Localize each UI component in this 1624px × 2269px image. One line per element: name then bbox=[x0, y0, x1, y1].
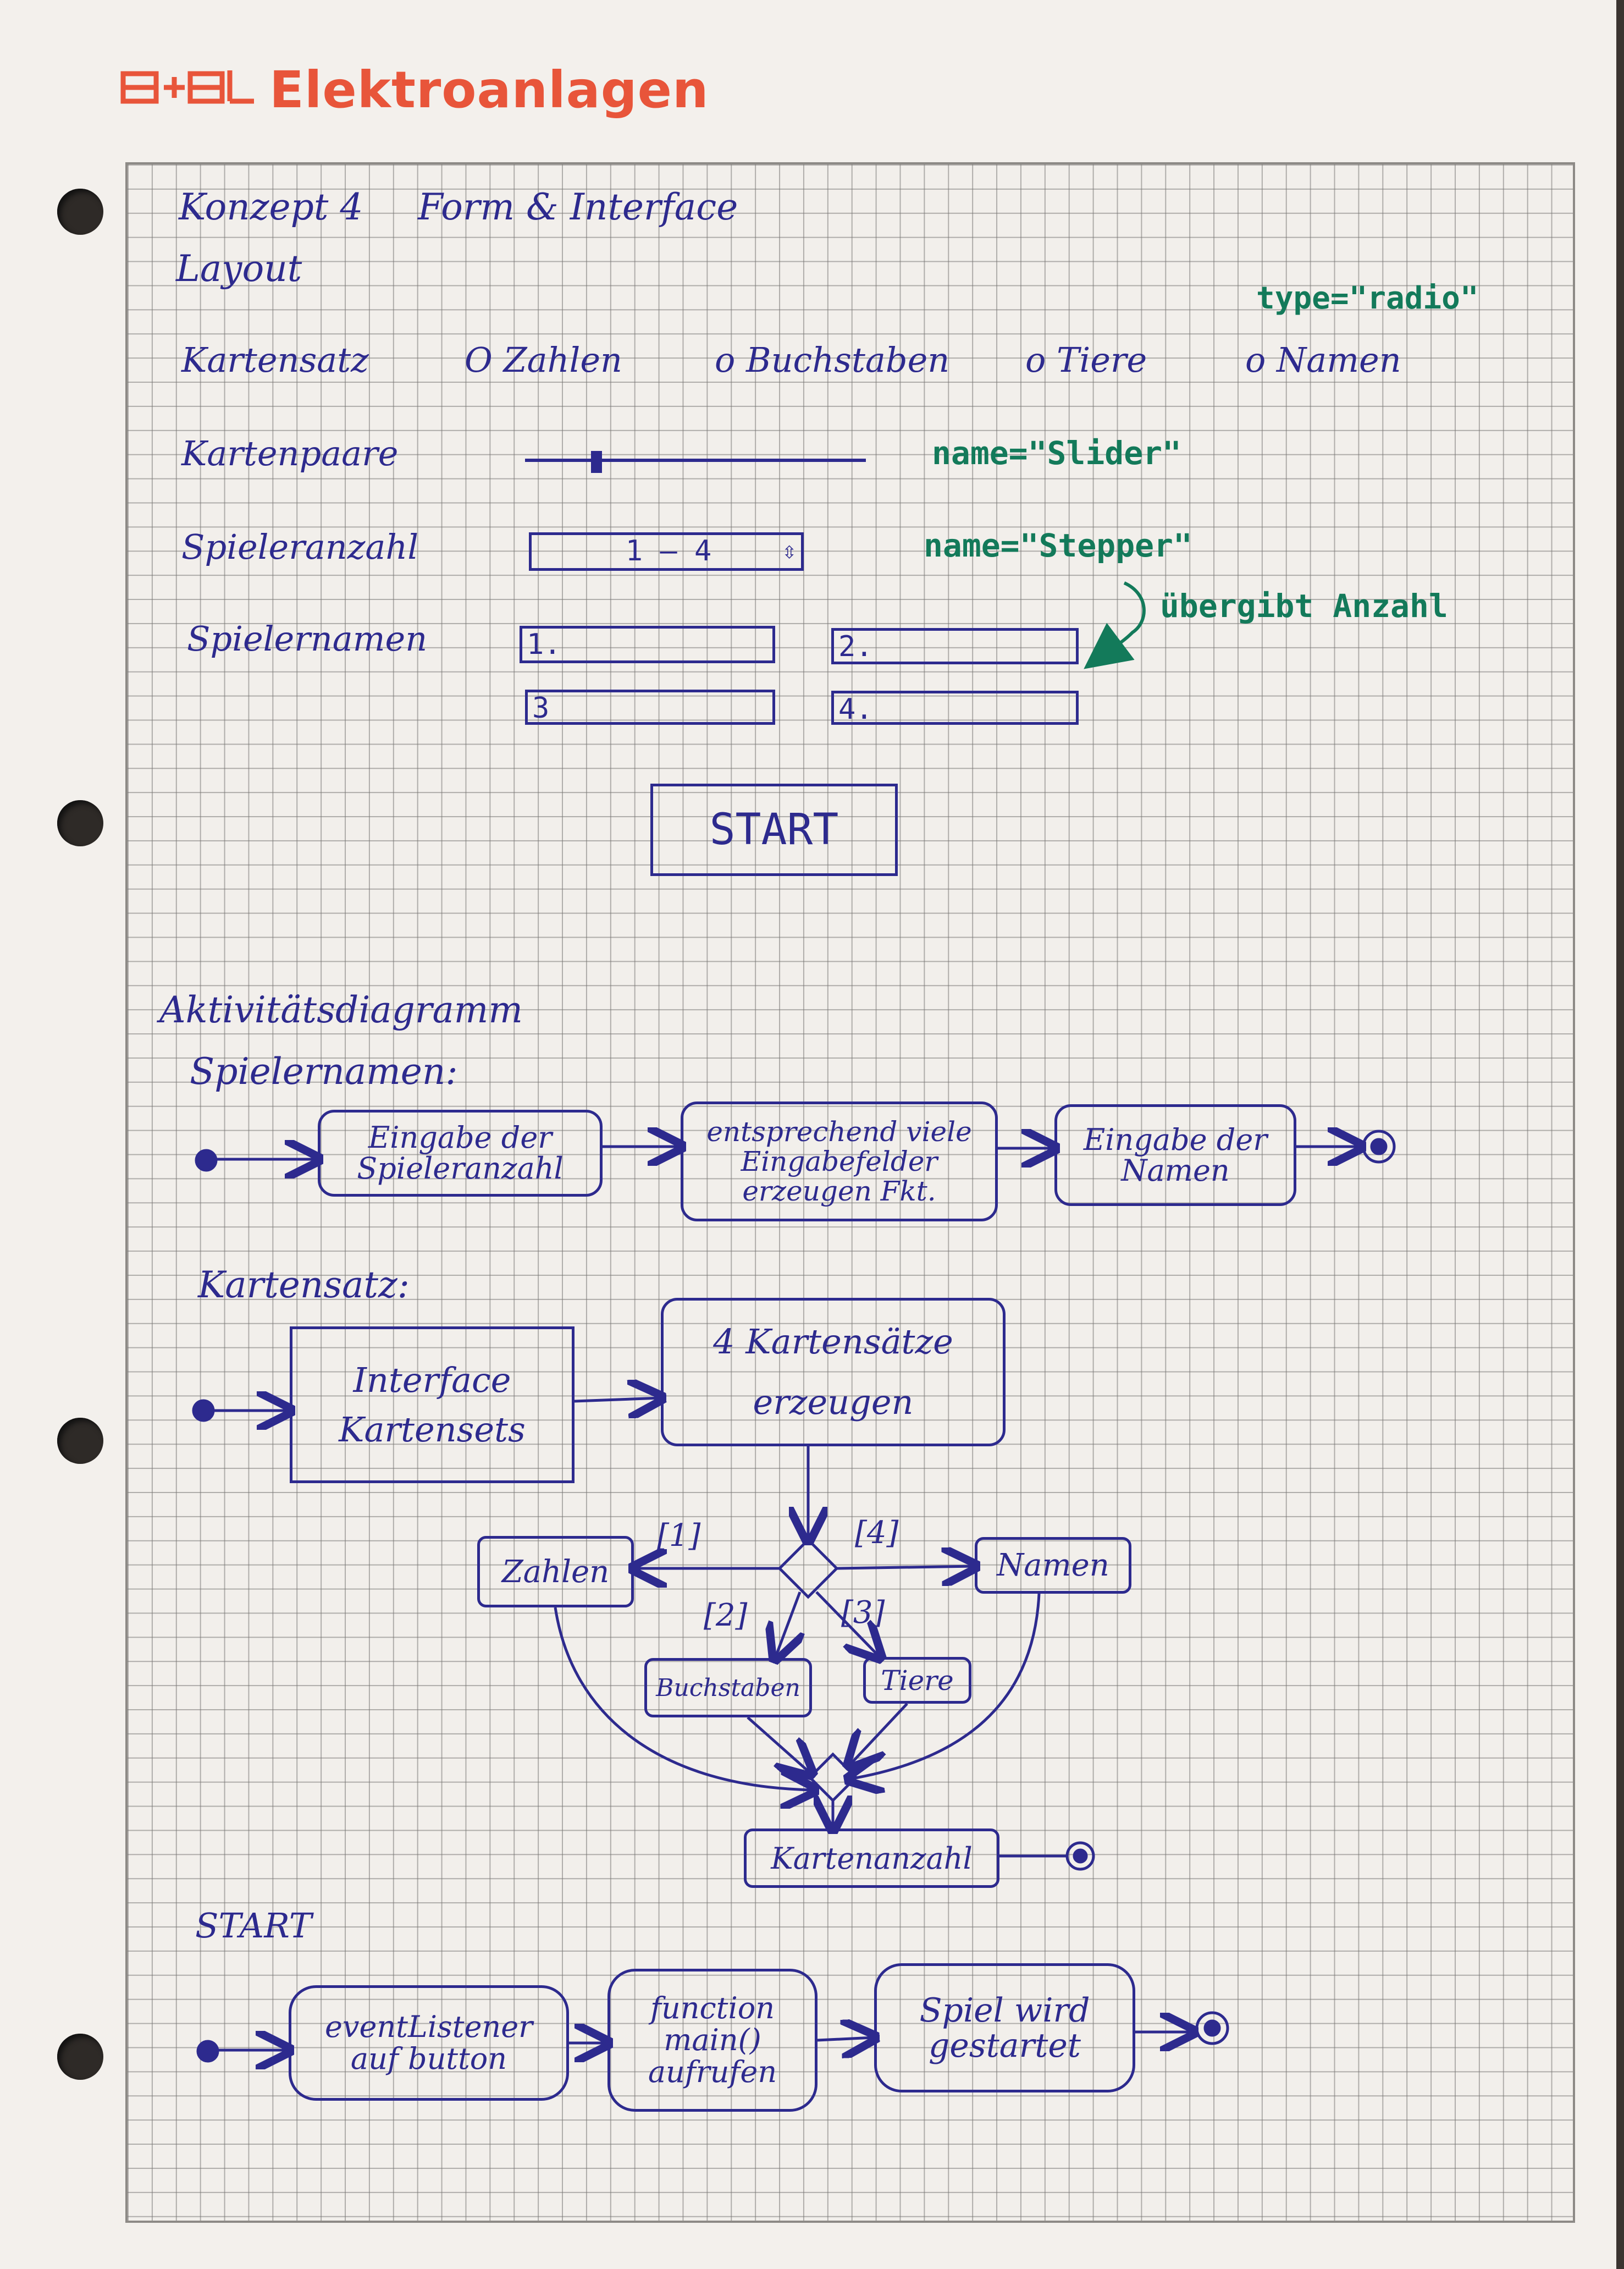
initial-node bbox=[196, 2040, 219, 2063]
kartensatz-label: Kartensatz bbox=[181, 340, 369, 380]
concept-number: Konzept 4 bbox=[179, 186, 363, 228]
kartensatz-diagram-label: Kartensatz: bbox=[198, 1264, 410, 1306]
start-diagram-label: START bbox=[195, 1905, 312, 1946]
radio-option-zahlen[interactable]: O Zahlen bbox=[465, 340, 622, 380]
branch-tiere: Tiere bbox=[863, 1657, 971, 1704]
stepper-arrows-icon[interactable]: ⇳ bbox=[782, 537, 797, 565]
kartenpaare-label: Kartenpaare bbox=[181, 433, 399, 473]
punch-hole bbox=[57, 2034, 103, 2080]
guard-1: [1] bbox=[657, 1518, 701, 1554]
player-name-field-3[interactable]: 3 bbox=[525, 690, 775, 725]
radio-option-buchstaben[interactable]: o Buchstaben bbox=[715, 340, 950, 380]
spieleranzahl-label: Spieleranzahl bbox=[181, 527, 419, 567]
guard-4: [4] bbox=[855, 1515, 899, 1551]
activity-diagram-heading: Aktivitätsdiagramm bbox=[159, 989, 523, 1031]
radio-option-namen[interactable]: o Namen bbox=[1245, 340, 1401, 380]
activity-game-started: Spiel wird gestartet bbox=[874, 1963, 1135, 2092]
slider-thumb[interactable] bbox=[591, 451, 602, 473]
activity-create-input-fields: entsprechend viele Eingabefelder erzeuge… bbox=[681, 1102, 998, 1221]
final-node bbox=[1195, 2011, 1229, 2045]
activity-interface-cardsets: Interface Kartensets bbox=[290, 1326, 575, 1483]
slider-name-note: name="Slider" bbox=[932, 434, 1181, 472]
spielernamen-diagram-label: Spielernamen: bbox=[190, 1050, 458, 1093]
spieleranzahl-stepper[interactable]: 1 – 4 ⇳ bbox=[529, 532, 804, 571]
brand-name: Elektroanlagen bbox=[269, 60, 709, 119]
final-node-core bbox=[1203, 2019, 1221, 2037]
stepper-value: 1 – 4 bbox=[625, 535, 712, 568]
guard-2: [2] bbox=[704, 1598, 748, 1633]
start-button[interactable]: START bbox=[650, 784, 898, 876]
final-node bbox=[1362, 1130, 1396, 1164]
punch-hole bbox=[57, 1418, 103, 1464]
punch-hole bbox=[57, 800, 103, 846]
merge-node bbox=[808, 1752, 858, 1803]
slider-track bbox=[525, 459, 866, 462]
grid-area bbox=[125, 162, 1575, 2223]
final-node bbox=[1065, 1841, 1095, 1871]
radio-type-note: type="radio" bbox=[1256, 280, 1479, 316]
initial-node bbox=[192, 1399, 215, 1422]
activity-create-four-cardsets: 4 Kartensätze erzeugen bbox=[661, 1298, 1006, 1446]
concept-topic: Form & Interface bbox=[418, 186, 738, 228]
activity-call-main: function main() aufrufen bbox=[607, 1969, 817, 2112]
initial-node bbox=[195, 1149, 218, 1172]
activity-input-player-count: Eingabe der Spieleranzahl bbox=[318, 1110, 603, 1197]
final-node-core bbox=[1370, 1138, 1388, 1155]
activity-event-listener: eventListener auf button bbox=[289, 1985, 569, 2101]
layout-heading: Layout bbox=[176, 247, 302, 290]
decision-node bbox=[777, 1538, 839, 1599]
stepper-name-note: name="Stepper" bbox=[924, 527, 1192, 564]
branch-buchstaben: Buchstaben bbox=[644, 1658, 812, 1717]
player-name-field-2[interactable]: 2. bbox=[831, 628, 1079, 664]
player-name-field-4[interactable]: 4. bbox=[831, 691, 1079, 725]
punch-hole bbox=[57, 189, 103, 235]
branch-namen: Namen bbox=[975, 1537, 1131, 1594]
activity-card-count: Kartenanzahl bbox=[744, 1829, 999, 1888]
spielernamen-label: Spielernamen bbox=[187, 619, 428, 659]
final-node-core bbox=[1073, 1848, 1088, 1864]
stepper-passes-count-note: übergibt Anzahl bbox=[1160, 587, 1448, 625]
radio-option-tiere[interactable]: o Tiere bbox=[1025, 340, 1147, 380]
kartenpaare-slider[interactable] bbox=[525, 451, 866, 473]
player-name-field-1[interactable]: 1. bbox=[520, 626, 775, 663]
brand-logo bbox=[120, 70, 254, 104]
